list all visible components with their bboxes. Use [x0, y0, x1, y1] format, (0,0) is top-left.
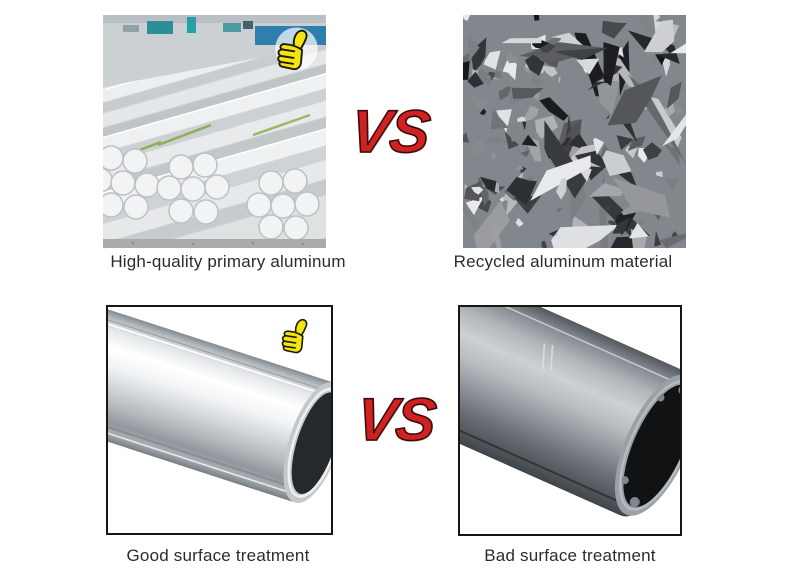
caption-bad-surface: Bad surface treatment	[484, 546, 656, 565]
dull-tube-illustration	[460, 307, 680, 534]
primary-aluminum-bars-photo	[103, 15, 326, 248]
scratch-mark	[542, 343, 554, 371]
polished-aluminum-tube-photo	[106, 305, 333, 535]
vs-text: VS	[353, 385, 440, 454]
vs-text: VS	[347, 97, 434, 166]
caption-recycled-aluminum: Recycled aluminum material	[453, 252, 673, 271]
scrap-metal-illustration	[463, 15, 686, 248]
caption-primary-aluminum: High-quality primary aluminum	[110, 252, 346, 271]
rod-ends	[103, 145, 320, 241]
machinery-shape	[147, 21, 173, 34]
caption-good-surface: Good surface treatment	[126, 546, 310, 565]
shiny-tube-illustration	[108, 307, 331, 533]
recycled-aluminum-scrap-photo	[463, 15, 686, 248]
aluminum-bars-illustration	[103, 15, 326, 248]
rough-aluminum-tube-photo	[458, 305, 682, 536]
